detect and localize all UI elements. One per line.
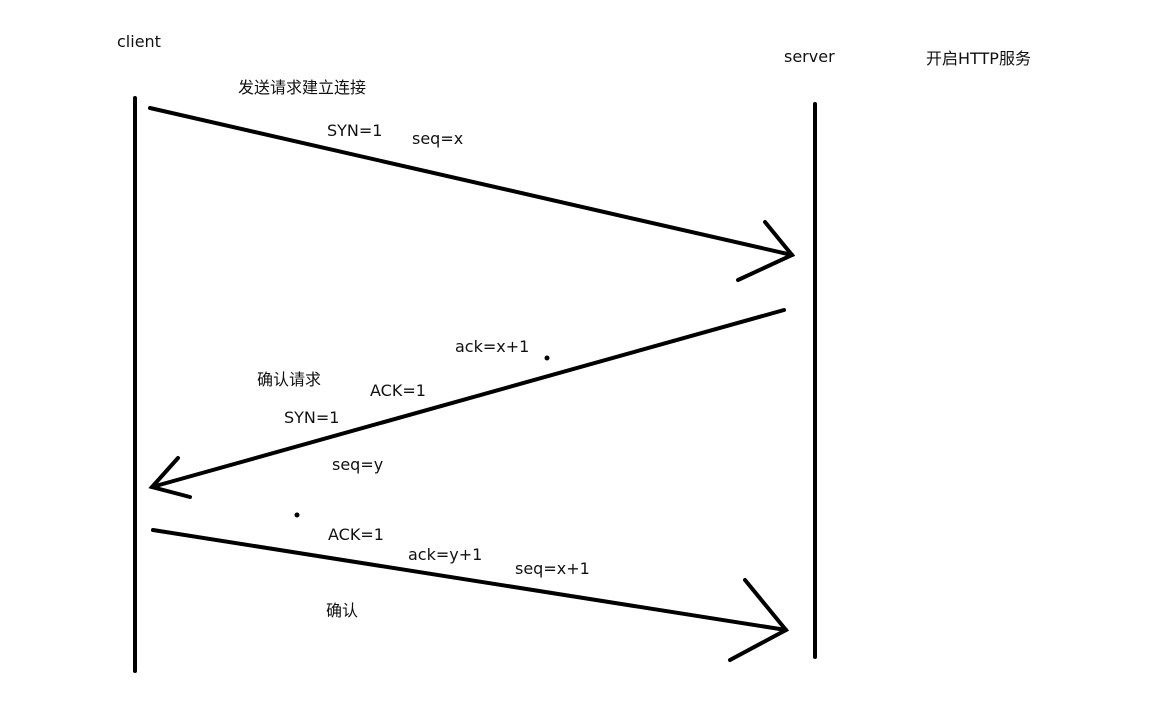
step3-ack-flag: ACK=1 xyxy=(328,525,384,544)
dot-mark xyxy=(294,512,300,518)
client-label: client xyxy=(117,32,161,51)
step3-seq: seq=x+1 xyxy=(515,559,590,578)
step3-ack-num: ack=y+1 xyxy=(408,545,483,564)
step2-ack-flag: ACK=1 xyxy=(370,381,426,400)
step2-seq: seq=y xyxy=(332,455,384,474)
step1-seq: seq=x xyxy=(412,129,464,148)
step3-caption: 确认 xyxy=(326,601,359,620)
syn-arrow xyxy=(148,106,796,282)
step1-caption: 发送请求建立连接 xyxy=(238,78,367,97)
dot-mark xyxy=(544,355,550,361)
step2-syn: SYN=1 xyxy=(284,408,340,427)
server-note: 开启HTTP服务 xyxy=(926,49,1031,68)
step2-ack-num: ack=x+1 xyxy=(455,337,530,356)
step1-syn: SYN=1 xyxy=(327,121,383,140)
server-label: server xyxy=(784,47,835,66)
ack-arrow xyxy=(151,528,790,662)
syn-ack-arrow xyxy=(148,308,786,499)
step2-caption: 确认请求 xyxy=(257,370,322,389)
